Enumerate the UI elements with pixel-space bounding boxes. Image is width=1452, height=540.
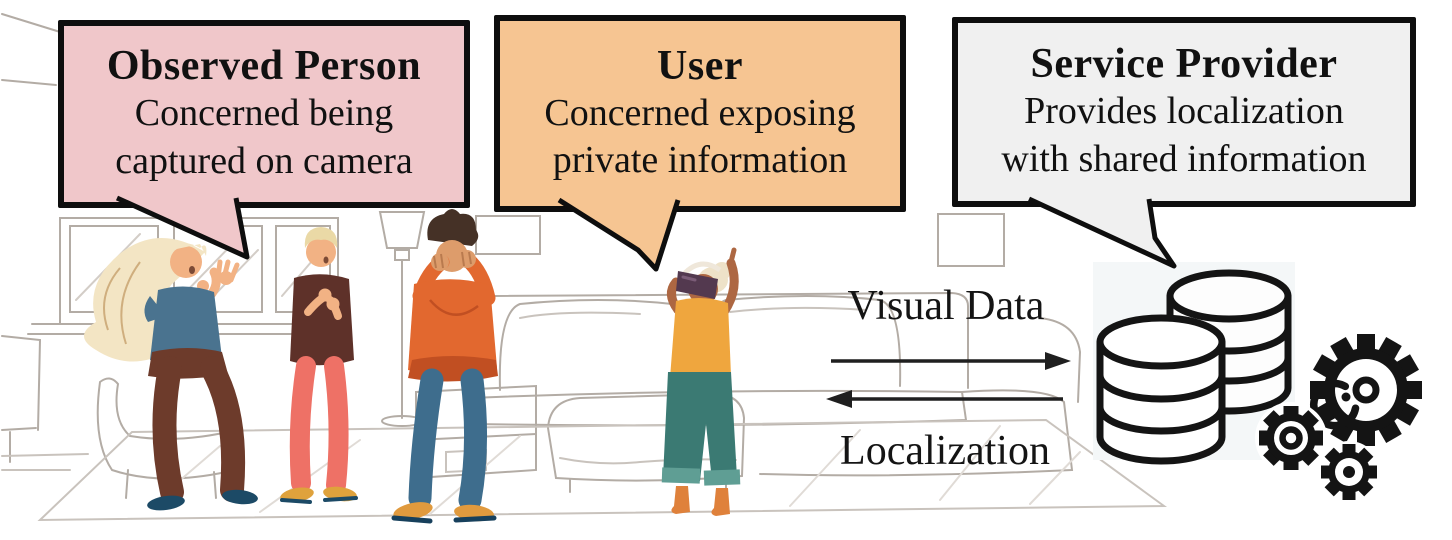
observed-person-title: Observed Person (106, 43, 422, 90)
service-provider-title: Service Provider (1030, 41, 1338, 88)
gear-icon-large (1310, 334, 1422, 446)
exchange-arrows (826, 352, 1071, 408)
observed-person-covering-face (391, 209, 498, 524)
database-icon-front (1096, 314, 1226, 465)
visual-data-label: Visual Data (847, 283, 1045, 329)
localization-label: Localization (840, 428, 1050, 474)
user-body-line1: Concerned exposing (544, 91, 856, 134)
gear-icon-small (1318, 441, 1380, 503)
localization-arrowhead-icon (826, 390, 852, 408)
observed-person-body-line2: captured on camera (115, 139, 413, 182)
server-icon (1093, 262, 1422, 503)
service-provider-body-line1: Provides localization (1024, 90, 1344, 133)
gear-icon-medium (1255, 402, 1327, 474)
room-sketch (1, 13, 1168, 522)
user-title: User (657, 42, 743, 89)
observed-person-woman (84, 238, 258, 511)
visual-data-arrowhead-icon (1045, 352, 1071, 370)
observed-person-body-line1: Concerned being (134, 92, 394, 135)
speech-bubble-service-provider: Service Provider Provides localization w… (952, 17, 1416, 207)
speech-bubble-user: User Concerned exposing private informat… (494, 15, 906, 212)
service-provider-body-line2: with shared information (1001, 137, 1367, 180)
vr-user (661, 247, 741, 516)
observed-person-man (280, 227, 358, 504)
user-body-line2: private information (552, 139, 848, 182)
speech-bubble-observed-person: Observed Person Concerned being captured… (58, 20, 470, 208)
